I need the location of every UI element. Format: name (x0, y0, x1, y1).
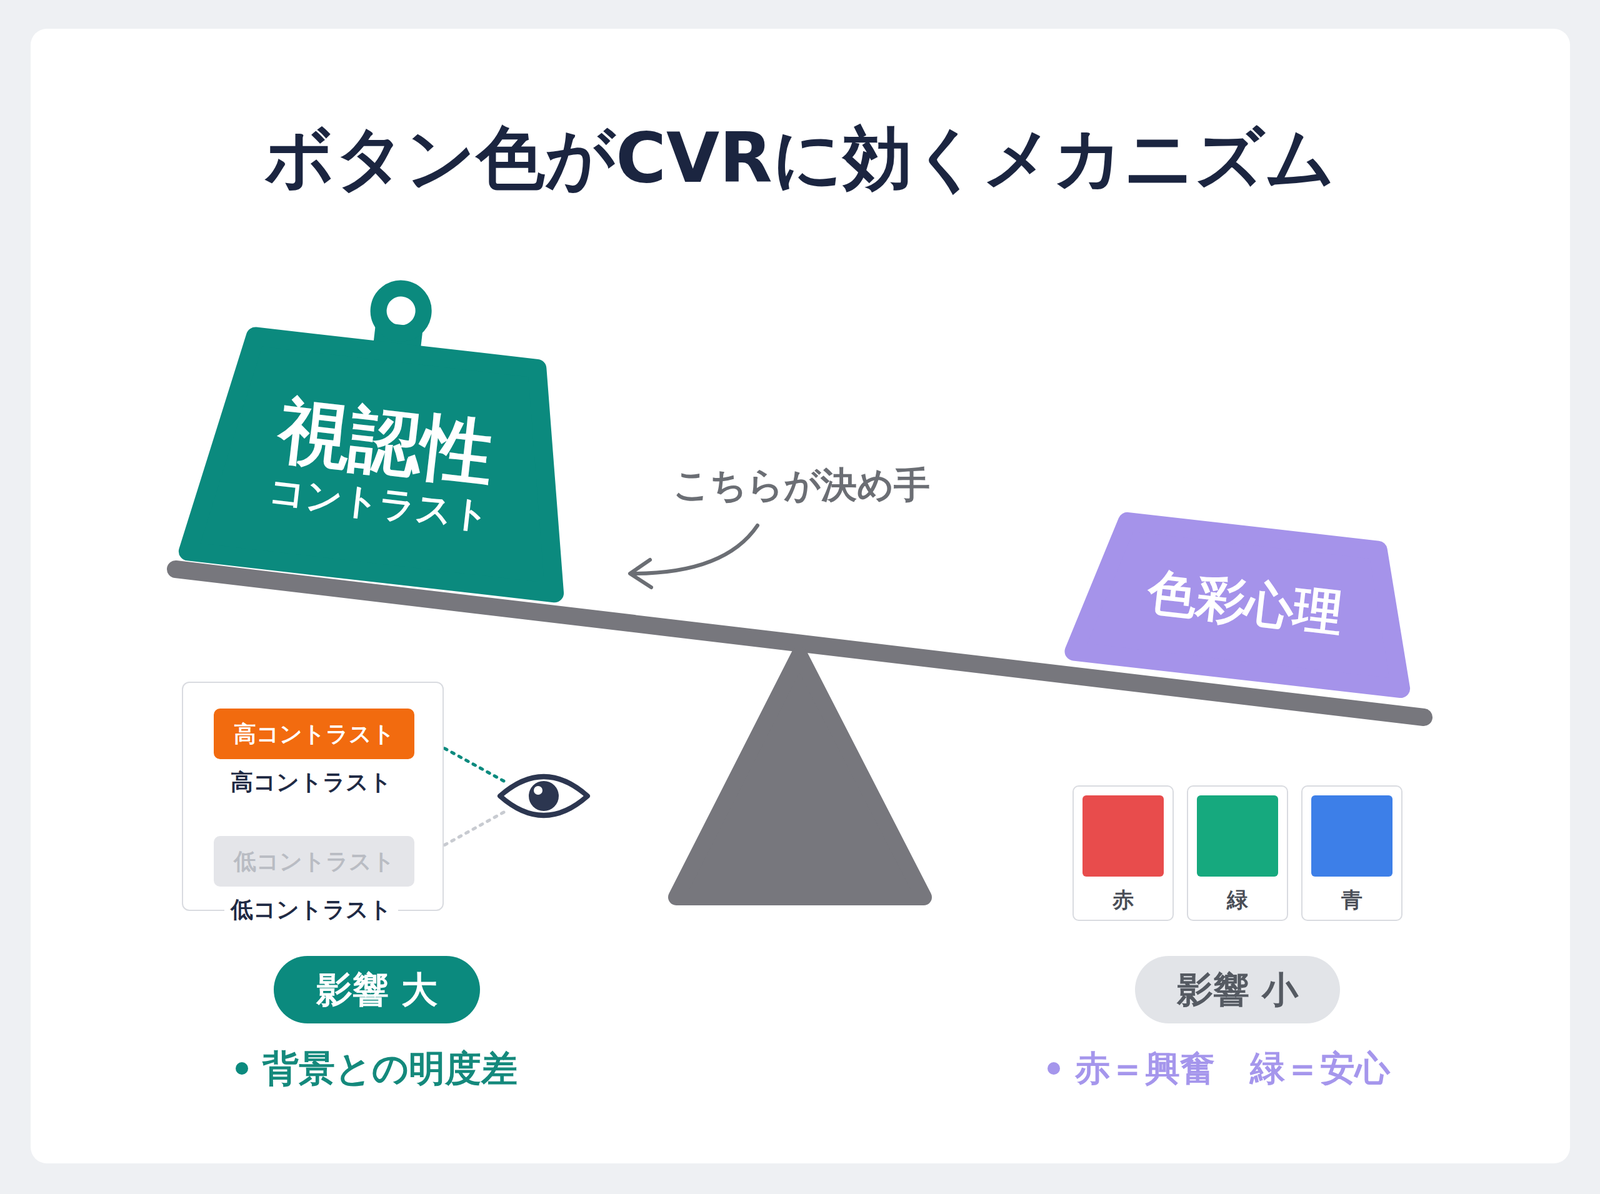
impact-pill: 影響 大 (273, 956, 480, 1024)
node-content: 視認性コントラスト (177, 321, 590, 604)
inset-panel: 高コントラスト低コントラスト (181, 681, 444, 912)
node-content: 高コントラスト (213, 708, 415, 760)
node-text: 影響 大 (316, 969, 438, 1012)
bullet (1047, 1062, 1060, 1075)
button-sample: 低コントラスト (213, 836, 415, 887)
node-text: 低コントラスト (233, 848, 395, 875)
title: ボタン色がCVRに効くメカニズム (264, 120, 1336, 197)
node-text: 青 (1341, 888, 1363, 913)
fulcrum (676, 655, 924, 898)
node-content: 低コントラスト (213, 836, 415, 887)
node-content: 青 (1302, 786, 1402, 920)
color-card: 緑 (1186, 785, 1289, 922)
eye-icon (500, 776, 588, 816)
bullet-text: 背景との明度差 (262, 1048, 518, 1090)
color-card: 赤 (1072, 785, 1174, 922)
node-text: 色彩心理 (1145, 564, 1345, 642)
arrow-head (630, 560, 652, 588)
caption: 高コントラスト (230, 769, 392, 795)
node-text: 影響 小 (1176, 969, 1299, 1012)
gaze-line (433, 812, 504, 852)
caption: 低コントラスト (224, 896, 399, 923)
bullet (235, 1062, 249, 1075)
node-text: 緑 (1226, 888, 1249, 913)
weight-block: 視認性コントラスト (177, 321, 590, 604)
node-text: 高コントラスト (233, 721, 395, 747)
button-sample: 高コントラスト (213, 708, 415, 760)
node-content: 影響 大 (273, 956, 480, 1024)
annotation: こちらが決め手 (673, 464, 930, 507)
callout-arrow (632, 525, 758, 574)
bullet-text: 赤＝興奮 緑＝安心 (1075, 1048, 1390, 1089)
node-content: 影響 小 (1135, 956, 1340, 1024)
node-content: 緑 (1188, 786, 1287, 920)
node-content: 赤 (1073, 786, 1173, 920)
impact-pill: 影響 小 (1135, 956, 1340, 1024)
node-text: 赤 (1112, 888, 1134, 913)
color-card: 青 (1301, 785, 1403, 922)
